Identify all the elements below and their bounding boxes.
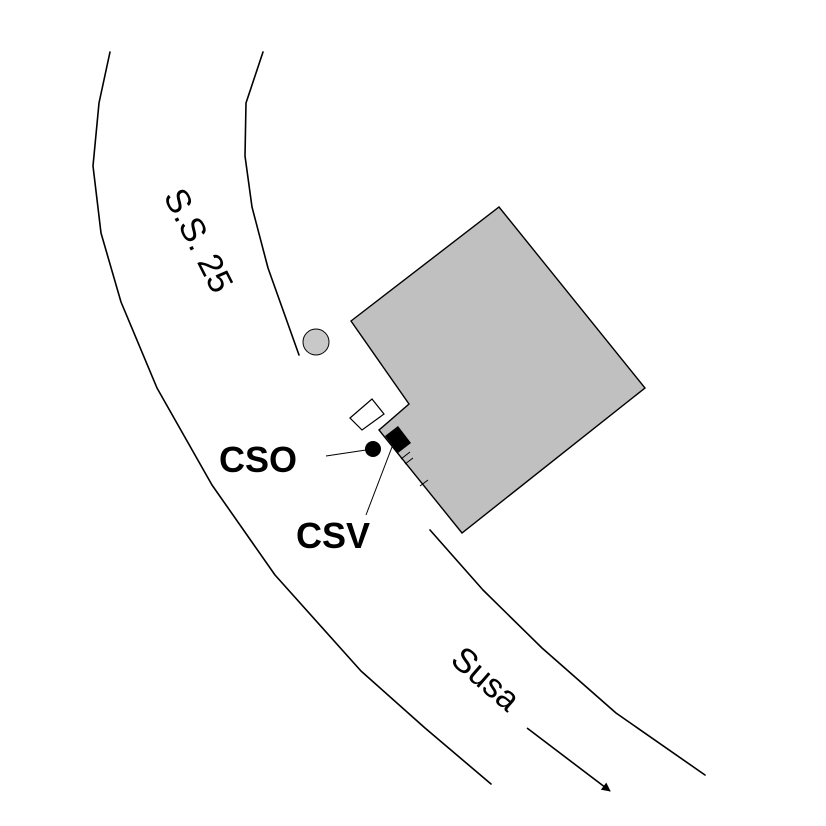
csv-sensor	[385, 426, 411, 453]
tick-mark-3	[419, 479, 429, 487]
tick-mark-2	[404, 457, 414, 465]
direction-label: Susa	[444, 639, 527, 719]
road-name-label: S.S. 25	[156, 182, 240, 299]
cso-sensor	[365, 441, 381, 457]
roadside-marker	[302, 328, 330, 356]
cso-label: CSO	[219, 439, 297, 480]
road-outer-edge	[92, 51, 492, 785]
road-inner-edge-upper	[244, 51, 300, 356]
building-entrance	[349, 398, 385, 431]
csv-leader-line	[365, 446, 393, 516]
csv-label: CSV	[296, 515, 370, 556]
tick-mark-1	[400, 451, 411, 460]
cso-leader-line	[325, 449, 367, 457]
road-inner-edge-lower	[429, 529, 706, 776]
direction-arrow	[526, 727, 611, 792]
building	[350, 206, 646, 534]
